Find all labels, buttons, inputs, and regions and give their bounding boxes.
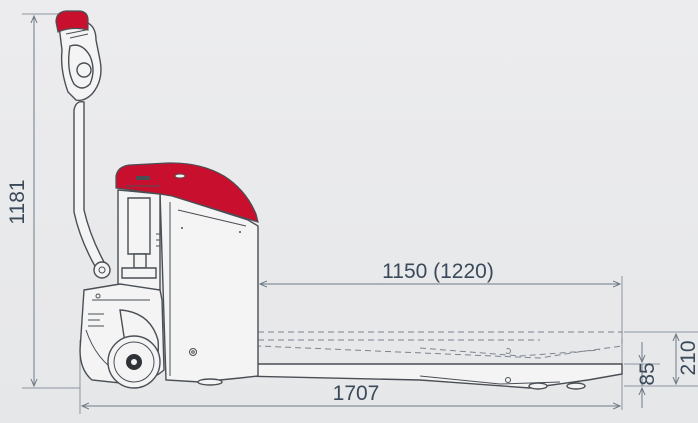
tiller-red-cap bbox=[55, 10, 89, 33]
tiller-control-button bbox=[76, 62, 92, 78]
hood-cover bbox=[115, 162, 259, 223]
load-roller bbox=[566, 382, 586, 390]
tiller-head bbox=[55, 10, 102, 102]
fork-height-raised-label: 210 bbox=[677, 340, 698, 375]
tiller-arm bbox=[73, 100, 111, 279]
caster-wheel bbox=[197, 378, 223, 386]
height-dimension: 1181 bbox=[6, 13, 80, 389]
overall-length-dimension: 1707 bbox=[79, 340, 620, 414]
drive-wheel bbox=[107, 335, 161, 389]
tiller-pivot bbox=[93, 261, 111, 279]
lowered-fork bbox=[239, 363, 623, 390]
fork-length-label: 1150 (1220) bbox=[382, 260, 494, 283]
chassis bbox=[159, 191, 259, 383]
screw bbox=[189, 348, 197, 356]
overall-length-label: 1707 bbox=[333, 382, 380, 405]
raised-fork-outline bbox=[257, 331, 623, 359]
mast bbox=[117, 189, 161, 291]
pallet-truck bbox=[55, 10, 623, 390]
load-roller bbox=[528, 382, 548, 390]
fork-height-dimensions: 85 210 bbox=[624, 331, 698, 408]
overall-height-label: 1181 bbox=[6, 179, 29, 224]
fork-height-low-label: 85 bbox=[636, 362, 659, 385]
